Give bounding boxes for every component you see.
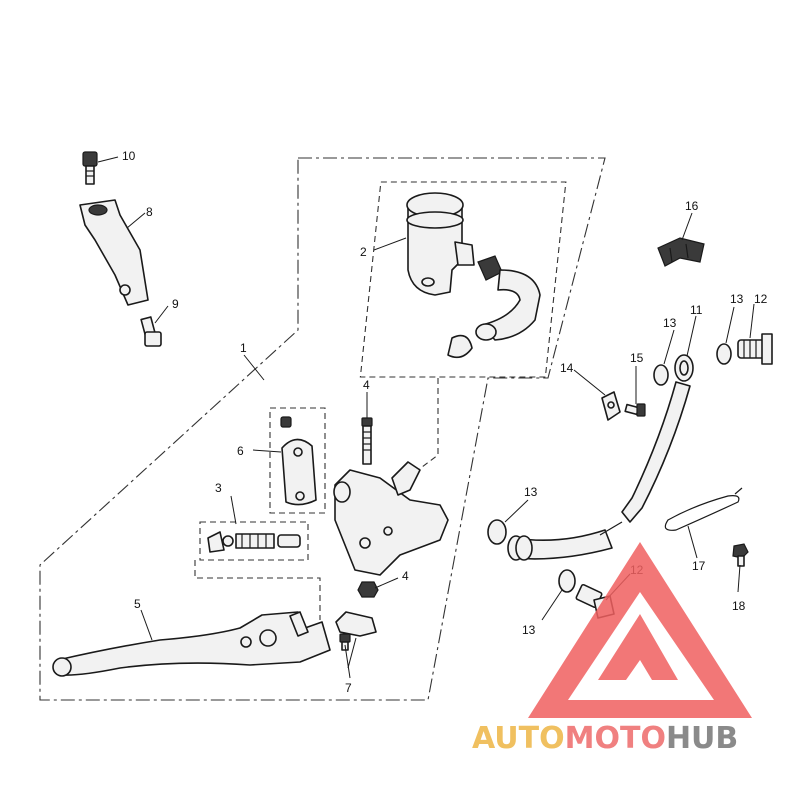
callout-14: 14 — [560, 361, 574, 375]
callout-labels: 10 8 9 2 1 4 4 6 3 5 7 16 11 13 13 12 14… — [122, 149, 768, 695]
part-13-washer-c — [487, 519, 507, 545]
callout-11: 11 — [690, 303, 703, 317]
watermark-hub: HUB — [666, 721, 738, 756]
part-8-bracket — [79, 199, 149, 306]
callout-8: 8 — [146, 205, 153, 219]
callout-12-upper: 12 — [754, 292, 768, 306]
part-15-screw — [624, 403, 646, 417]
part-5-lever — [52, 611, 331, 677]
callout-4-lower: 4 — [402, 569, 409, 583]
callout-2: 2 — [360, 245, 367, 259]
master-cylinder-body — [333, 461, 449, 576]
watermark-logo-icon — [528, 542, 752, 718]
callout-5: 5 — [134, 597, 141, 611]
callout-4-upper: 4 — [363, 378, 370, 392]
part-12-bolt-upper — [737, 333, 773, 365]
watermark-text: AUTOMOTOHUB — [472, 721, 738, 756]
callout-10: 10 — [122, 149, 136, 163]
part-13-washer-d — [558, 569, 576, 593]
lever-link-outline — [194, 560, 321, 620]
watermark-auto: AUTO — [472, 721, 565, 756]
piston-3-outline — [199, 521, 309, 561]
part-11-hose — [507, 354, 694, 561]
callout-13-c: 13 — [524, 485, 538, 499]
callout-13-b: 13 — [730, 292, 744, 306]
part-2-reservoir — [406, 192, 541, 359]
part-18-bolt — [732, 543, 749, 567]
callout-7: 7 — [345, 681, 352, 695]
part-4-nut-lower — [357, 581, 379, 598]
assembly-1-outline — [39, 157, 606, 701]
part-7-bracket — [335, 611, 377, 651]
callout-16: 16 — [685, 199, 699, 213]
callout-18: 18 — [732, 599, 746, 613]
part-6-clamp — [280, 416, 317, 506]
part-3-piston — [207, 531, 301, 553]
reservoir-group-outline — [359, 181, 567, 378]
hose-link-outline — [417, 378, 439, 471]
part-9-bolt — [140, 316, 162, 347]
callout-17: 17 — [692, 559, 706, 573]
part-10-bolt — [82, 151, 98, 185]
callout-1: 1 — [240, 341, 247, 355]
part-13-washer-b — [653, 364, 669, 386]
callout-3: 3 — [215, 481, 222, 495]
callout-6: 6 — [237, 444, 244, 458]
part-14-clip — [601, 391, 621, 421]
part-4-bolt-upper — [361, 417, 373, 465]
watermark-moto: MOTO — [565, 721, 666, 756]
part-17-wire-clip — [664, 487, 743, 531]
callout-15: 15 — [630, 351, 644, 365]
callout-13-a: 13 — [663, 316, 677, 330]
part-16-clip — [657, 237, 705, 267]
part-13-washer-a — [716, 343, 732, 365]
callout-13-d: 13 — [522, 623, 536, 637]
callout-9: 9 — [172, 297, 179, 311]
